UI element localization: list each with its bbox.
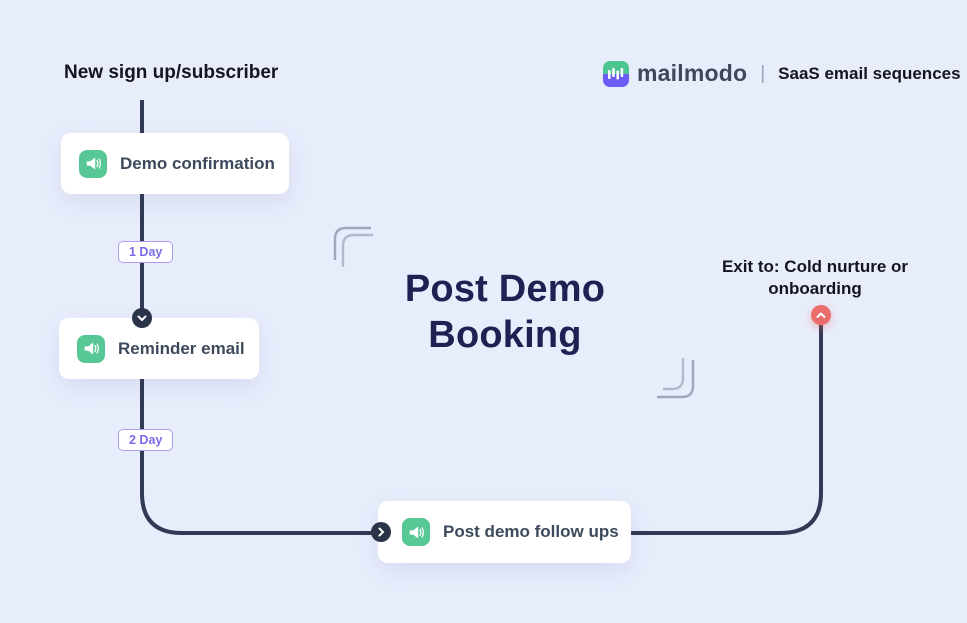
megaphone-icon xyxy=(402,518,430,546)
chevron-down-icon xyxy=(137,315,147,321)
exit-label-line2: onboarding xyxy=(768,279,862,298)
node-label: Demo confirmation xyxy=(120,153,275,173)
decorative-corner-bracket-top-left xyxy=(333,226,373,267)
diagram-title-line2: Booking xyxy=(428,314,582,356)
exit-label-line1: Exit to: Cold nurture or xyxy=(721,257,909,276)
delay-badge-2-day: 2 Day xyxy=(118,429,174,451)
chevron-right-icon xyxy=(378,527,384,537)
mailmodo-logo-icon xyxy=(603,60,629,87)
diagram-title: Post Demo Booking xyxy=(345,266,665,358)
chevron-right-marker xyxy=(371,522,391,542)
flow-node-post-demo-follow-ups: Post demo follow ups xyxy=(378,501,631,563)
decorative-corner-bracket-bottom-right xyxy=(657,358,695,399)
megaphone-icon xyxy=(79,149,107,178)
megaphone-icon xyxy=(77,334,105,363)
flow-start-label: New sign up/subscriber xyxy=(64,62,279,83)
exit-label: Exit to: Cold nurture or onboarding xyxy=(713,256,917,300)
diagram-title-line1: Post Demo xyxy=(404,268,606,310)
flow-node-demo-confirmation: Demo confirmation xyxy=(61,133,289,194)
flow-node-reminder-email: Reminder email xyxy=(59,318,259,379)
chevron-down-marker xyxy=(132,308,152,328)
exit-chevron-up-marker xyxy=(811,305,831,325)
brand-tagline: SaaS email sequences xyxy=(778,63,961,83)
brand-header: mailmodo | SaaS email sequences xyxy=(603,60,961,87)
node-label: Post demo follow ups xyxy=(443,522,619,541)
brand-name: mailmodo xyxy=(637,60,748,86)
chevron-up-icon xyxy=(816,312,826,318)
node-label: Reminder email xyxy=(118,338,245,358)
brand-separator: | xyxy=(760,62,766,84)
delay-badge-1-day: 1 Day xyxy=(118,241,174,263)
